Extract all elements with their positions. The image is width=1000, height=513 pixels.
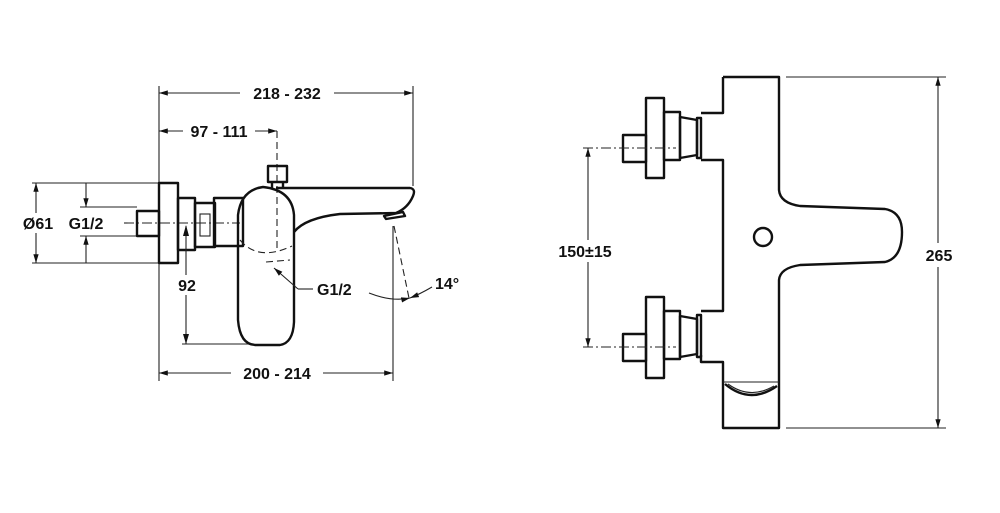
outlet-thread-label: G1/2 (317, 282, 352, 299)
hidden-edge (265, 259, 291, 263)
spout (276, 186, 416, 233)
valve-housing (212, 196, 245, 248)
upper-inlet-connector (621, 96, 703, 180)
diverter-knob (266, 164, 289, 184)
lever-height-label: 92 (178, 278, 196, 295)
leader-line (273, 267, 299, 290)
mixer-lever-body (236, 185, 296, 347)
hidden-edge (239, 239, 293, 254)
lower-inlet-connector (621, 295, 703, 380)
nut-detail (199, 213, 211, 237)
outlet-aerator (724, 383, 778, 397)
flange-diameter-label: Ø61 (23, 216, 53, 233)
diverter-offset-label: 97 - 111 (191, 124, 248, 141)
inlet-thread-label: G1/2 (69, 216, 104, 233)
inlet-spacing-label: 150±15 (558, 244, 611, 261)
overall-length-label: 218 - 232 (253, 86, 321, 103)
spout-angle-line (393, 225, 410, 299)
temperature-knob-hole (752, 226, 774, 248)
overall-height-label: 265 (926, 248, 953, 265)
front-view: 150±15 265 (553, 75, 956, 430)
spout-angle-label: 14° (435, 276, 459, 293)
thermostat-body (699, 75, 904, 430)
aerator (382, 210, 407, 221)
connector-nut (193, 201, 217, 249)
spout-reach-label: 200 - 214 (243, 366, 311, 383)
angle-arc (368, 292, 411, 303)
side-view: 218 - 232 97 - 111 Ø61 G1/2 (22, 82, 459, 384)
